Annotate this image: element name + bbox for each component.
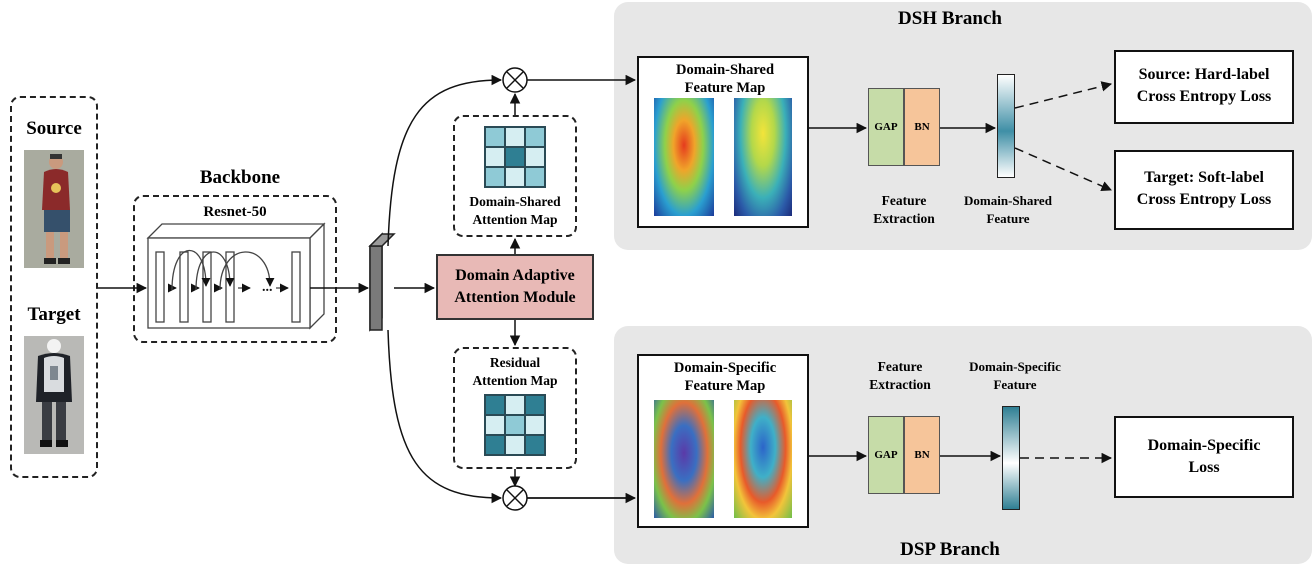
dsh-feature-label-1: Domain-Shared: [964, 193, 1052, 208]
dsp-gap-block: GAP: [868, 416, 904, 494]
target-person-image: [24, 336, 84, 454]
attention-cell: [505, 395, 525, 415]
module-label-line2: Attention Module: [454, 289, 576, 306]
dsp-heatmap-target: [734, 400, 792, 518]
backbone-title: Backbone: [199, 167, 281, 188]
dsp-heatmap-source: [654, 400, 714, 518]
resnet-label: Resnet-50: [203, 204, 267, 220]
module-label-line1: Domain Adaptive: [455, 267, 575, 284]
attention-cell: [525, 127, 545, 147]
dsh-loss2-label-1: Target: Soft-label: [1144, 169, 1264, 186]
dsp-domain-specific-feature-vector: [1002, 406, 1020, 510]
attention-cell: [505, 127, 525, 147]
dsp-feature-map-label-1: Domain-Specific: [673, 360, 777, 376]
shared-attention-label-2: Attention Map: [472, 212, 558, 227]
dsh-heatmap-source: [654, 98, 714, 216]
dsh-loss1-label-1: Source: Hard-label: [1138, 66, 1270, 83]
dsh-source-loss-box: [1114, 50, 1294, 124]
dsh-heatmap-target: [734, 98, 792, 216]
dsh-branch-title: DSH Branch: [898, 8, 1002, 29]
attention-cell: [505, 415, 525, 435]
dsp-loss-box: [1114, 416, 1294, 498]
dsh-loss2-label-2: Cross Entropy Loss: [1136, 191, 1272, 208]
dsp-feature-label-2: Feature: [993, 377, 1037, 392]
dsh-bn-block: BN: [904, 88, 940, 166]
dsh-extraction-label-2: Extraction: [873, 211, 935, 226]
dsh-domain-shared-feature-vector: [997, 74, 1015, 178]
multiply-node-top: [502, 67, 528, 93]
backbone-box: [133, 195, 337, 343]
dsh-target-loss-box: [1114, 150, 1294, 230]
dsp-feature-label-1: Domain-Specific: [969, 359, 1061, 374]
dsp-extraction-label-2: Extraction: [869, 377, 931, 392]
attention-cell: [485, 395, 505, 415]
residual-attention-label-2: Attention Map: [472, 373, 558, 388]
shared-attention-label-1: Domain-Shared: [469, 194, 561, 209]
attention-cell: [505, 435, 525, 455]
attention-cell: [505, 167, 525, 187]
residual-attention-grid: [484, 394, 546, 456]
dsh-gap-block: GAP: [868, 88, 904, 166]
multiply-node-bottom: [502, 485, 528, 511]
attention-cell: [525, 147, 545, 167]
domain-adaptive-attention-module: [436, 254, 594, 320]
attention-cell: [485, 147, 505, 167]
attention-cell: [525, 435, 545, 455]
dsp-loss-label-1: Domain-Specific: [1147, 437, 1261, 454]
attention-cell: [485, 435, 505, 455]
residual-attention-label-1: Residual: [489, 355, 541, 370]
dsh-loss1-label-2: Cross Entropy Loss: [1136, 88, 1272, 105]
attention-cell: [485, 127, 505, 147]
dsh-feature-map-label-1: Domain-Shared: [675, 62, 775, 78]
attention-cell: [525, 167, 545, 187]
attention-cell: [505, 147, 525, 167]
dsp-extraction-label-1: Feature: [877, 359, 923, 374]
dsh-feature-label-2: Feature: [986, 211, 1030, 226]
source-label: Source: [26, 118, 82, 139]
attention-cell: [485, 167, 505, 187]
target-label: Target: [27, 304, 81, 325]
source-person-image: [24, 150, 84, 268]
attention-cell: [525, 395, 545, 415]
attention-cell: [485, 415, 505, 435]
dsh-feature-map-label-2: Feature Map: [684, 80, 766, 96]
dsh-extraction-label-1: Feature: [881, 193, 927, 208]
dsp-branch-title: DSP Branch: [900, 539, 1000, 560]
dsp-feature-map-label-2: Feature Map: [684, 378, 766, 394]
domain-shared-attention-grid: [484, 126, 546, 188]
input-images-box: [10, 96, 98, 478]
attention-cell: [525, 415, 545, 435]
dsp-loss-label-2: Loss: [1188, 459, 1220, 476]
dsp-bn-block: BN: [904, 416, 940, 494]
